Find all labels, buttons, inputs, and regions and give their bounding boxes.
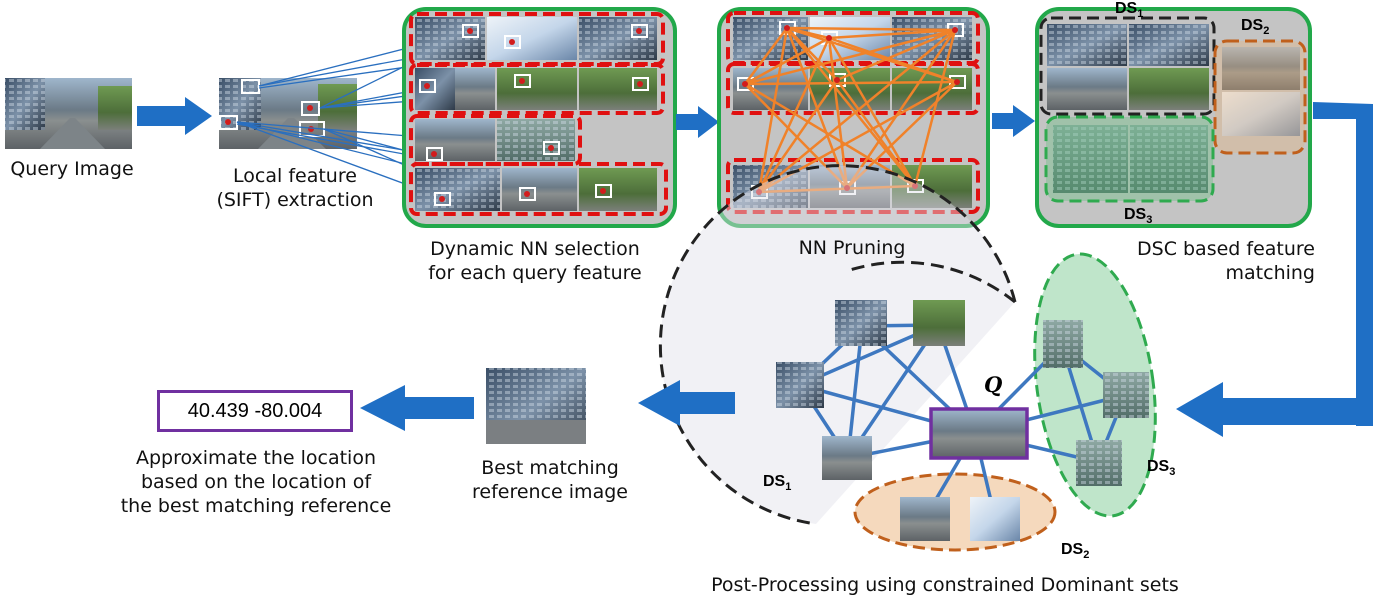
dynamic-nn-panel	[402, 7, 677, 228]
flow-arrow-1	[137, 97, 212, 135]
location-coordinates: 40.439 -80.004	[157, 390, 353, 432]
best-matching-image	[486, 368, 586, 444]
query-node-label: Q	[984, 372, 1003, 397]
flow-arrow-3	[992, 105, 1035, 137]
local-feature-label: Local feature (SIFT) extraction	[216, 165, 374, 211]
dsc-matching-label: DSC based feature matching	[1137, 238, 1315, 284]
post-processing-label: Post-Processing using constrained Domina…	[711, 574, 1179, 596]
nn-pruning-panel	[717, 7, 990, 228]
dynamic-nn-label: Dynamic NN selection for each query feat…	[428, 238, 642, 284]
ds3-label-bottom: DS3	[1147, 458, 1176, 479]
query-image	[5, 78, 132, 149]
flow-arrow-5	[360, 385, 474, 431]
ds1-label-top: DS1	[1115, 0, 1144, 21]
nn-pruning-label: NN Pruning	[798, 237, 906, 259]
best-matching-label: Best matching reference image	[472, 457, 628, 503]
dsc-matching-panel	[1035, 7, 1312, 228]
query-node	[929, 407, 1029, 460]
flow-arrow-2	[676, 106, 719, 138]
flow-arrow-4	[638, 380, 735, 426]
query-image-label: Query Image	[10, 158, 134, 180]
post-processing-graph	[658, 164, 1157, 552]
feature-image	[219, 78, 357, 149]
ds3-label-top: DS3	[1124, 206, 1153, 227]
return-arrow	[1176, 102, 1373, 437]
ds2-label-bottom: DS2	[1061, 541, 1090, 562]
approximate-label: Approximate the location based on the lo…	[120, 447, 392, 517]
ds2-label-top: DS2	[1241, 17, 1270, 38]
ds1-label-bottom: DS1	[763, 473, 792, 494]
